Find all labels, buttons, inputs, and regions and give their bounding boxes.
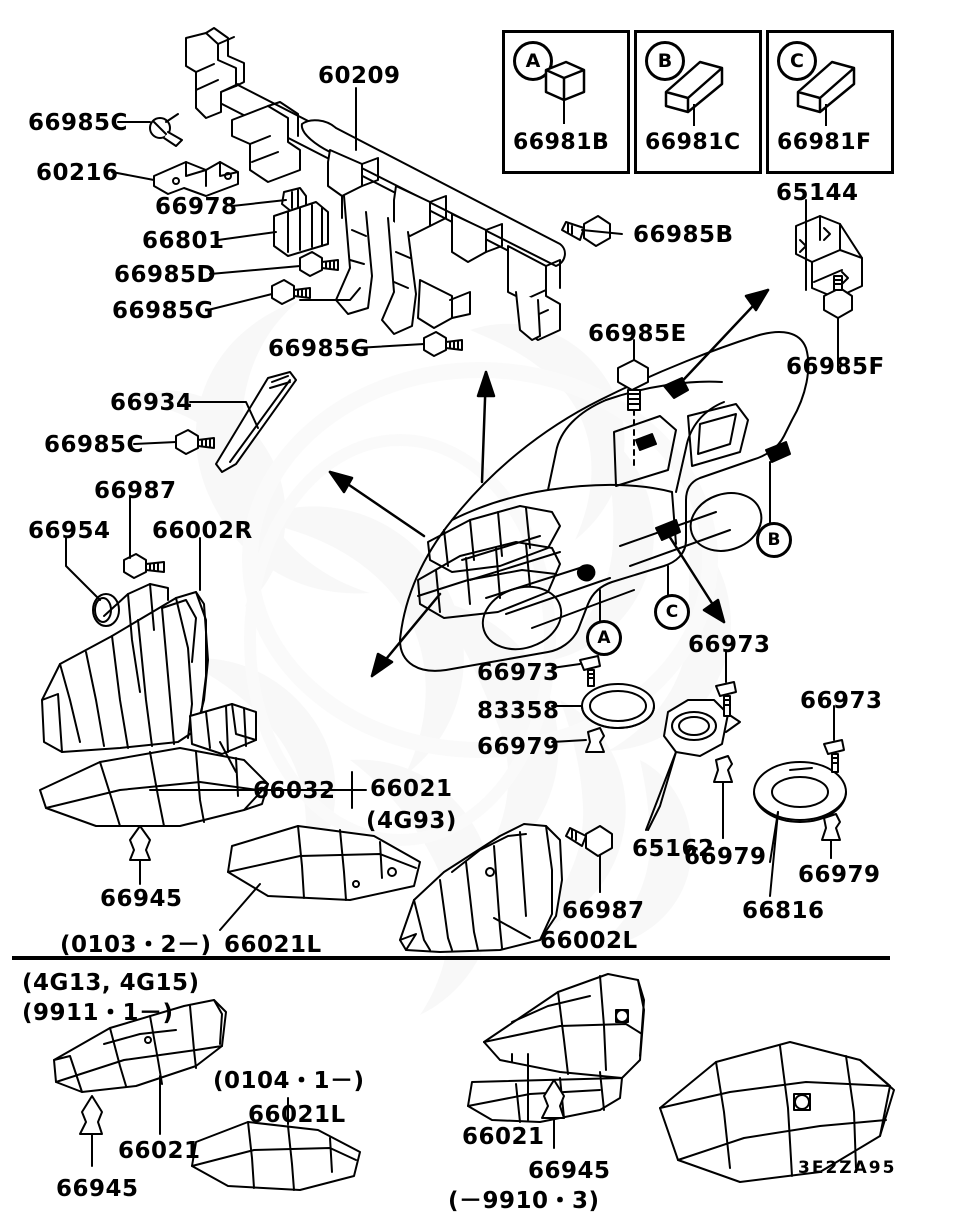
under-cover-66021l-bottom xyxy=(191,1103,361,1191)
bolt-66985d xyxy=(299,251,339,277)
bracket-65144 xyxy=(795,215,863,299)
under-cover-bottom-left xyxy=(53,999,227,1093)
marker-letter: C xyxy=(790,50,804,72)
callout-part-a: 66981B xyxy=(513,130,610,155)
part-label-66021-bottom-right: 66021 xyxy=(462,1124,545,1150)
part-label-66816: 66816 xyxy=(742,898,825,924)
part-label-66032: 66032 xyxy=(253,778,336,804)
bracket-60216 xyxy=(153,161,239,197)
panel-66032 xyxy=(189,703,257,755)
bolt-66985f xyxy=(823,275,853,345)
part-label-66021l-mid: 66021L xyxy=(224,932,322,958)
clip-66945-bottom-left xyxy=(79,1095,103,1167)
part-label-66945-left: 66945 xyxy=(100,886,183,912)
part-label-66985f: 66985F xyxy=(786,354,885,380)
part-label-66987-center: 66987 xyxy=(562,898,645,924)
part-label-66973-left: 66973 xyxy=(477,660,560,686)
bolt-66987-left xyxy=(123,553,165,579)
bar-icon-c xyxy=(796,60,856,126)
under-cover-66021-4g93 xyxy=(39,747,269,827)
part-label-65144: 65144 xyxy=(776,180,859,206)
callout-part-c: 66981F xyxy=(777,130,872,155)
part-label-60216: 60216 xyxy=(36,160,119,186)
bolt-66985g-upper xyxy=(271,279,361,305)
part-label-66801: 66801 xyxy=(142,228,225,254)
under-cover-bottom-right-b xyxy=(659,1041,895,1183)
pad-66801 xyxy=(273,201,329,257)
part-label-66985e: 66985E xyxy=(588,321,687,347)
vehicle-marker-c: C xyxy=(654,594,690,630)
part-label-date-9910: (－9910・3) xyxy=(448,1188,600,1214)
marker-letter: A xyxy=(525,50,541,72)
part-label-65162: 65162 xyxy=(632,836,715,862)
marker-circle-b: B xyxy=(645,41,685,81)
part-label-66979-left: 66979 xyxy=(477,734,560,760)
part-label-66979-center: 66979 xyxy=(684,844,767,870)
vehicle-marker-leaders xyxy=(599,461,771,623)
part-label-66987-left: 66987 xyxy=(94,478,177,504)
cube-icon-a xyxy=(544,60,586,124)
assembly-arrows xyxy=(328,288,770,678)
clip-66945-left xyxy=(129,825,151,885)
section-divider xyxy=(12,956,890,960)
clip-66985c-mid xyxy=(175,429,215,455)
part-label-66973-center: 66973 xyxy=(688,632,771,658)
part-label-engine-4g93: (4G93) xyxy=(366,808,457,834)
part-label-66985c-top: 66985C xyxy=(28,110,128,136)
diagram-id-code: 3E2ZA95 xyxy=(798,1158,897,1178)
vehicle-marker-a: A xyxy=(586,620,622,656)
part-label-83358: 83358 xyxy=(477,698,560,724)
part-label-66985c-mid: 66985C xyxy=(44,432,144,458)
callout-part-b: 66981C xyxy=(645,130,741,155)
cross-car-beam xyxy=(185,27,566,341)
part-label-66985g-upper: 66985G xyxy=(112,298,214,324)
part-label-66002r: 66002R xyxy=(152,518,253,544)
callout-box-b xyxy=(634,30,762,174)
vehicle-outline xyxy=(399,331,810,672)
part-label-66985g-lower: 66985G xyxy=(268,336,370,362)
bar-icon-b xyxy=(664,60,724,126)
part-label-66021l-bottom: 66021L xyxy=(248,1102,346,1128)
bolt-66985g-lower xyxy=(423,331,463,357)
part-label-66979-right: 66979 xyxy=(798,862,881,888)
part-label-66934: 66934 xyxy=(110,390,193,416)
part-label-date-9911: (9911・1－) xyxy=(22,1000,174,1026)
part-label-66021-bottom-left: 66021 xyxy=(118,1138,201,1164)
leader-lines xyxy=(65,87,839,1135)
part-label-66978: 66978 xyxy=(155,194,238,220)
part-label-66945-bottom-left: 66945 xyxy=(56,1176,139,1202)
part-label-66002l: 66002L xyxy=(540,928,638,954)
callout-box-c xyxy=(766,30,894,174)
part-label-date-0104: (0104・1－) xyxy=(213,1068,365,1094)
fender-liner-66002l xyxy=(399,823,563,953)
speaker-group xyxy=(579,655,847,863)
part-label-60209: 60209 xyxy=(318,63,401,89)
part-label-66985d: 66985D xyxy=(114,262,217,288)
fender-liner-66002r xyxy=(41,583,209,753)
part-label-66021-4g93: 66021 xyxy=(370,776,453,802)
part-label-66954: 66954 xyxy=(28,518,111,544)
part-label-66985b: 66985B xyxy=(633,222,734,248)
vehicle-marker-b: B xyxy=(756,522,792,558)
marker-circle-c: C xyxy=(777,41,817,81)
clip-66945-bottom-right xyxy=(541,1079,565,1149)
part-label-engine-4g13-4g15: (4G13, 4G15) xyxy=(22,970,200,996)
part-label-66945-bottom-right: 66945 xyxy=(528,1158,611,1184)
marker-letter: B xyxy=(657,50,673,72)
under-cover-66021l-right xyxy=(227,825,421,901)
callout-box-a xyxy=(502,30,630,174)
part-label-66973-right: 66973 xyxy=(800,688,883,714)
part-label-date-0103: (0103・2－) xyxy=(60,932,212,958)
clip-66985c-top xyxy=(149,113,183,147)
